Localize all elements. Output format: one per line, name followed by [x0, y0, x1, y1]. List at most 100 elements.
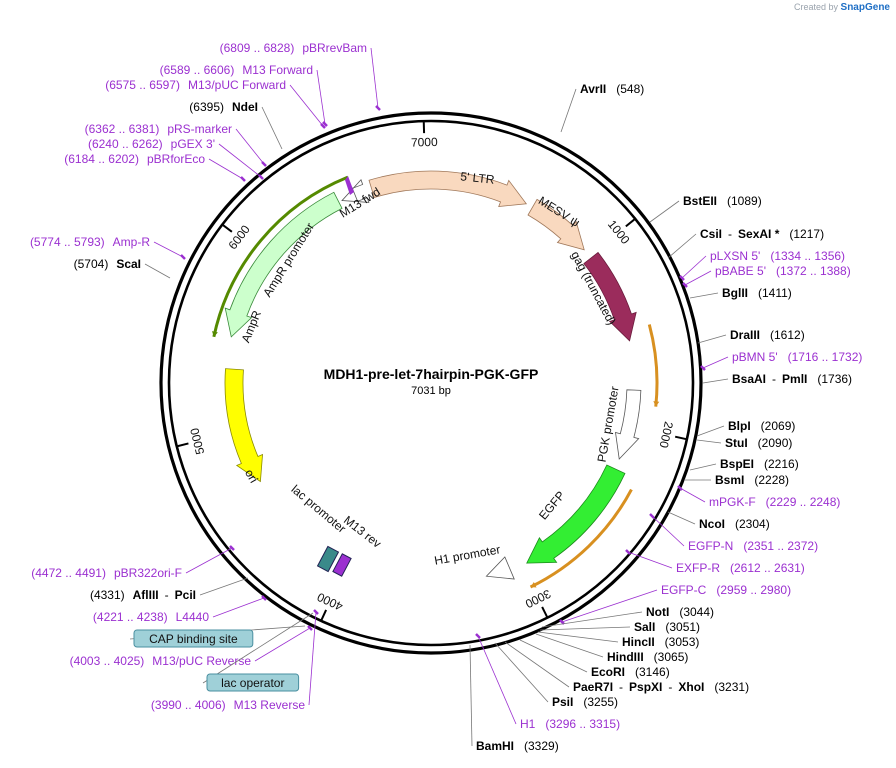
primer-17-enzymes_right: EGFP-C(2959 .. 2980): [559, 583, 791, 625]
site-label: PsiI(3255): [552, 695, 618, 709]
feature-ampr-promoter: [341, 178, 370, 203]
feature-m13-fwd: [345, 176, 354, 195]
credit-prefix: Created by: [793, 2, 839, 12]
enzyme-6-enzymes_right: DraIII(1612): [697, 328, 805, 344]
label-egfp: EGFP: [536, 488, 568, 522]
primer-text: pGEX 3': [171, 137, 215, 151]
sep-text: -: [165, 588, 169, 602]
connector-line: [254, 627, 311, 662]
sep-text: -: [619, 680, 623, 694]
tick-label-2000: 2000: [656, 420, 675, 449]
name-text: HindIII: [607, 650, 644, 664]
primer-site-mark: [679, 275, 685, 281]
feature-lac-operator-block: [316, 545, 340, 573]
primer-site-mark: [475, 633, 481, 639]
pos-text: (2959 .. 2980): [716, 583, 791, 597]
feature-gag-truncated: [583, 251, 637, 342]
connector-line: [370, 47, 379, 109]
name-text: BspEI: [720, 457, 754, 471]
site-label: BsaAI-PmlI(1736): [732, 372, 852, 386]
enzyme-22-enzymes_right: EcoRI(3146): [519, 639, 670, 679]
name-text: AflIII: [133, 588, 159, 602]
primer-site-mark: [313, 609, 319, 615]
site-label: HindIII (3065): [607, 650, 688, 664]
pos-text: (5704): [74, 257, 109, 271]
site-label: PaeR7I-PspXI-XhoI(3231): [573, 680, 749, 694]
site-label: EcoRI(3146): [591, 665, 670, 679]
label-5-ltr: 5' LTR: [460, 169, 496, 187]
primer-3-enzymes_right: pLXSN 5'(1334 .. 1356): [679, 249, 845, 281]
primer-site-mark: [229, 545, 235, 551]
feature-exfp-primer-arc-head: [530, 582, 537, 588]
enzyme-26-enzymes_right: BamHI(3329): [469, 644, 559, 753]
enzyme-12-enzymes_right: BsmI(2228): [684, 473, 789, 487]
primer-13-enzymes_left: (4003 .. 4025)M13/pUC Reverse: [70, 625, 313, 668]
pos-text: (2612 .. 2631): [730, 561, 805, 575]
primer-text: pBRrevBam: [302, 41, 367, 55]
connector-line: [696, 439, 722, 444]
feature-ampr-primer-arc-head: [211, 331, 218, 337]
pos-text: (1089): [727, 194, 762, 208]
site-label: (6395)NdeI: [189, 100, 258, 114]
feature-box: [133, 629, 254, 648]
primer-text: Amp-R: [113, 235, 151, 249]
tick-label-1000: 1000: [605, 217, 633, 247]
connector-line: [679, 487, 706, 503]
primer-site-mark: [677, 485, 683, 491]
pos-text: (3053): [665, 635, 700, 649]
pos-text: (4472 .. 4491): [31, 566, 106, 580]
pos-text: (2228): [754, 473, 789, 487]
site-label: pBABE 5'(1372 .. 1388): [715, 264, 851, 278]
tick-mark-3000: [541, 606, 548, 618]
tick-mark-6000: [222, 224, 233, 233]
site-label: (4221 .. 4238)L4440: [93, 610, 209, 624]
connector-line: [469, 644, 473, 747]
enzyme-18-enzymes_right: NotI(3044): [541, 605, 714, 628]
site-label: mPGK-F(2229 .. 2248): [709, 495, 840, 509]
connector-line: [649, 200, 680, 223]
pos-text: (6809 .. 6828): [220, 41, 295, 55]
connector-line: [667, 511, 696, 525]
snapgene-logo: SnapGene: [840, 2, 890, 13]
site-label: pBMN 5'(1716 .. 1732): [732, 350, 862, 364]
site-label: BspEI(2216): [720, 457, 799, 471]
primer-site-mark: [180, 254, 186, 260]
label-ori: ori: [242, 467, 261, 486]
tick-label-6000: 6000: [226, 222, 253, 252]
primer-site-mark: [682, 282, 688, 288]
connector-line: [667, 233, 697, 259]
name-text: StuI: [725, 436, 748, 450]
site-label: (6240 .. 6262)pGEX 3': [88, 137, 215, 151]
site-label: (3990 .. 4006)M13 Reverse: [151, 698, 305, 712]
site-label: CsiI-SexAI *(1217): [700, 227, 824, 241]
site-label: NcoI(2304): [699, 517, 770, 531]
tick-label-5000: 5000: [187, 426, 207, 456]
plasmid-name: MDH1-pre-let-7hairpin-PGK-GFP: [324, 366, 539, 382]
name-text: BstEII: [683, 194, 717, 208]
pos-text: (6184 .. 6202): [64, 152, 139, 166]
primer-text: M13/pUC Forward: [188, 78, 286, 92]
enzyme-9-enzymes_right: BlpI(2069): [696, 419, 795, 437]
feature-egfp-primer-arc: [647, 324, 659, 407]
pos-text: (6395): [189, 100, 224, 114]
name-text: NotI: [646, 605, 669, 619]
tick-mark-4000: [320, 609, 328, 621]
name-text: BsaAI: [732, 372, 766, 386]
primer-11-enzymes_left: (4221 .. 4238)L4440: [93, 595, 267, 624]
enzyme-0-enzymes_right: AvrII(548): [560, 82, 644, 133]
name-text: PsiI: [552, 695, 573, 709]
connector-line: [144, 263, 171, 279]
connector-line: [261, 106, 283, 150]
connector-line: [689, 292, 719, 299]
connector-line: [697, 334, 727, 344]
name-text: AvrII: [580, 82, 606, 96]
connector-line: [681, 255, 707, 279]
name-text: CsiI: [700, 227, 722, 241]
primer-site-mark: [320, 123, 326, 129]
pos-text: (2351 .. 2372): [743, 539, 818, 553]
box-12-enzymes_left: CAP binding site: [129, 625, 306, 648]
pos-text: (3065): [654, 650, 689, 664]
connector-line: [316, 69, 326, 125]
pos-text: (4331): [90, 588, 125, 602]
site-label: BlpI(2069): [728, 419, 795, 433]
